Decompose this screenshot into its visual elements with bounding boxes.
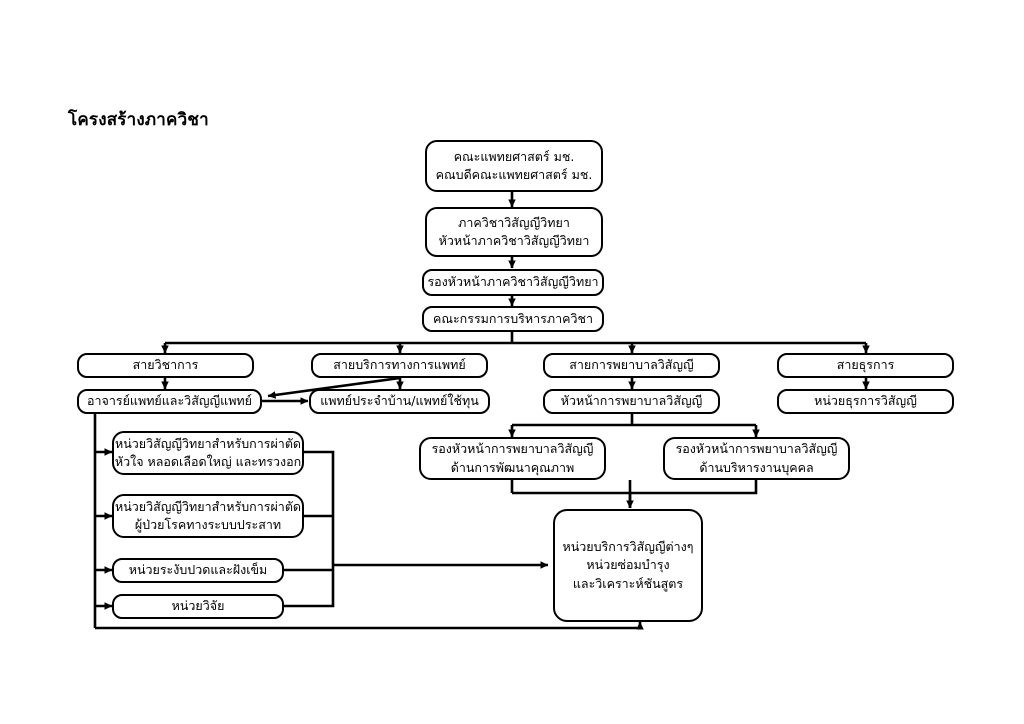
node-branch-nursing-label: สายการพยาบาลวิสัญญี <box>569 357 694 373</box>
node-nursing-deputy-quality[interactable]: รองหัวหน้าการพยาบาลวิสัญญี ด้านการพัฒนาค… <box>419 437 606 480</box>
node-unit-research-label: หน่วยวิจัย <box>171 598 225 614</box>
page-title: โครงสร้างภาควิชา <box>68 110 209 130</box>
node-branch-academic[interactable]: สายวิชาการ <box>77 353 254 378</box>
node-branch-administration-label: สายธุรการ <box>836 357 895 373</box>
node-service-units-line1: หน่วยบริการวิสัญญีต่างๆ <box>562 539 694 555</box>
link-quality-join <box>510 480 632 508</box>
node-branch-medical-service-label: สายบริการทางการแพทย์ <box>333 357 466 373</box>
node-nursing-head[interactable]: หัวหน้าการพยาบาลวิสัญญี <box>543 389 720 414</box>
node-unit-neuro[interactable]: หน่วยวิสัญญีวิทยาสำหรับการผ่าตัด ผู้ป่วย… <box>112 494 304 538</box>
node-staff-physicians-label: อาจารย์แพทย์และวิสัญญีแพทย์ <box>86 393 252 409</box>
node-faculty[interactable]: คณะแพทยศาสตร์ มช. คณบดีคณะแพทยศาสตร์ มช. <box>425 140 603 192</box>
node-staff-physicians[interactable]: อาจารย์แพทย์และวิสัญญีแพทย์ <box>77 389 262 414</box>
node-unit-neuro-line2: ผู้ป่วยโรคทางระบบประสาท <box>134 517 282 532</box>
node-branch-academic-label: สายวิชาการ <box>132 357 199 373</box>
node-branch-nursing[interactable]: สายการพยาบาลวิสัญญี <box>543 353 720 378</box>
node-service-units[interactable]: หน่วยบริการวิสัญญีต่างๆ หน่วยซ่อมบำรุง แ… <box>553 509 703 622</box>
node-service-units-line2: หน่วยซ่อมบำรุง <box>586 557 670 573</box>
node-admin-unit-label: หน่วยธุรการวิสัญญี <box>814 393 917 409</box>
node-nursing-deputy-personnel-line1: รองหัวหน้าการพยาบาลวิสัญญี <box>675 441 838 457</box>
node-unit-cardiac-line2: หัวใจ หลอดเลือดใหญ่ และทรวงอก <box>114 454 302 469</box>
link-research-bus <box>284 565 335 608</box>
link-cardiac-bus <box>304 450 335 565</box>
node-department-line2: หัวหน้าภาควิชาวิสัญญีวิทยา <box>438 233 590 248</box>
node-faculty-line1: คณะแพทยศาสตร์ มช. <box>453 148 575 164</box>
node-nursing-deputy-personnel-line2: ด้านบริหารงานบุคคล <box>699 459 814 475</box>
node-committee-label: คณะกรรมการบริหารภาควิชา <box>433 310 593 326</box>
node-service-units-line3: และวิเคราะห์ชันสูตร <box>572 575 684 591</box>
link-personnel-join <box>630 480 758 495</box>
node-branch-medical-service[interactable]: สายบริการทางการแพทย์ <box>311 353 488 378</box>
node-unit-cardiac[interactable]: หน่วยวิสัญญีวิทยาสำหรับการผ่าตัด หัวใจ ห… <box>112 431 304 475</box>
node-department-line1: ภาควิชาวิสัญญีวิทยา <box>458 214 570 230</box>
node-nursing-deputy-personnel[interactable]: รองหัวหน้าการพยาบาลวิสัญญี ด้านบริหารงาน… <box>663 437 850 480</box>
node-deputy-head[interactable]: รองหัวหน้าภาควิชาวิสัญญีวิทยา <box>422 269 604 296</box>
node-unit-neuro-line1: หน่วยวิสัญญีวิทยาสำหรับการผ่าตัด <box>114 498 302 514</box>
node-department[interactable]: ภาควิชาวิสัญญีวิทยา หัวหน้าภาควิชาวิสัญญ… <box>425 207 603 257</box>
node-unit-research[interactable]: หน่วยวิจัย <box>112 594 284 619</box>
node-unit-pain-label: หน่วยระงับปวดและฝังเข็ม <box>128 562 268 578</box>
link-committee-bus <box>165 331 866 345</box>
node-nursing-deputy-quality-line1: รองหัวหน้าการพยาบาลวิสัญญี <box>431 441 594 457</box>
node-admin-unit[interactable]: หน่วยธุรการวิสัญญี <box>777 389 954 414</box>
node-residents[interactable]: แพทย์ประจำบ้าน/แพทย์ใช้ทุน <box>309 389 490 414</box>
node-nursing-deputy-quality-line2: ด้านการพัฒนาคุณภาพ <box>450 459 575 475</box>
link-nursing-split-bus <box>512 413 756 427</box>
node-unit-pain[interactable]: หน่วยระงับปวดและฝังเข็ม <box>112 558 284 583</box>
node-nursing-head-label: หัวหน้าการพยาบาลวิสัญญี <box>560 393 703 409</box>
node-deputy-head-label: รองหัวหน้าภาควิชาวิสัญญีวิทยา <box>427 274 599 290</box>
node-branch-administration[interactable]: สายธุรการ <box>777 353 954 378</box>
node-faculty-line2: คณบดีคณะแพทยศาสตร์ มช. <box>435 167 593 182</box>
link-bottom-rail-service <box>95 621 644 630</box>
node-residents-label: แพทย์ประจำบ้าน/แพทย์ใช้ทุน <box>320 393 479 409</box>
node-unit-cardiac-line1: หน่วยวิสัญญีวิทยาสำหรับการผ่าตัด <box>114 435 302 451</box>
node-committee[interactable]: คณะกรรมการบริหารภาควิชา <box>422 306 604 332</box>
